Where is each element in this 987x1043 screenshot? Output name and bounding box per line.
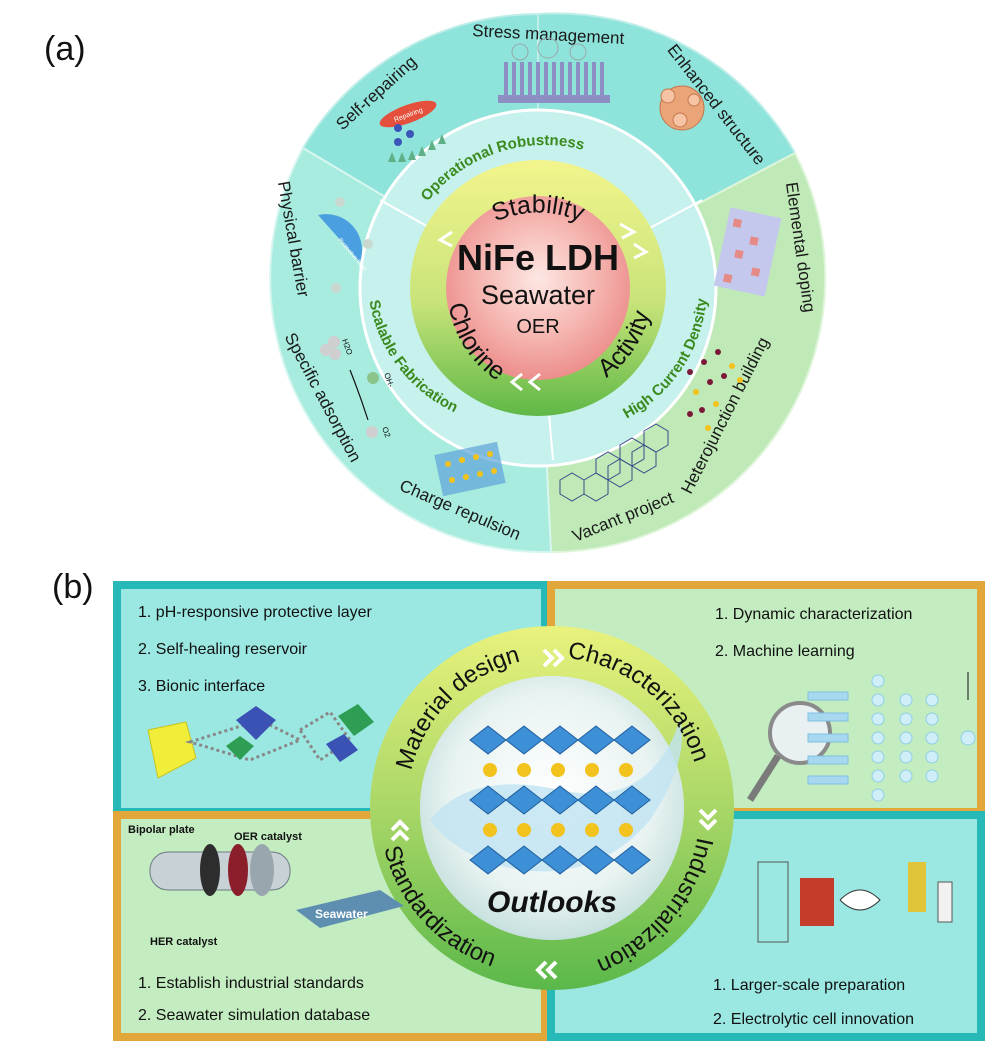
center-circle bbox=[446, 196, 630, 380]
br-item-1: 1. Larger-scale preparation bbox=[713, 977, 905, 994]
center-sub2: OER bbox=[516, 316, 559, 338]
porous-structure-illustration bbox=[659, 85, 705, 131]
chevron-icons bbox=[390, 648, 718, 980]
seawater-label: Seawater bbox=[315, 907, 368, 921]
vacancy-lattice-illustration bbox=[559, 423, 669, 502]
center-subtitle: Seawater bbox=[481, 280, 595, 310]
heterojunction-illustration bbox=[687, 349, 743, 431]
industrial-handshake-illustration bbox=[757, 861, 953, 943]
adsorption-illustration: H2O OH- O2 bbox=[320, 336, 396, 439]
o2-label: O2 bbox=[380, 426, 392, 440]
her-label: HER catalyst bbox=[150, 936, 218, 948]
tl-item-2: 2. Self-healing reservoir bbox=[138, 641, 308, 658]
bipolar-label: Bipolar plate bbox=[128, 824, 195, 836]
tr-item-2: 2. Machine learning bbox=[715, 643, 855, 660]
doping-lattice-illustration bbox=[713, 207, 782, 297]
self-repair-illustration: Repairing bbox=[379, 100, 446, 162]
outlooks-title: Outlooks bbox=[487, 886, 617, 919]
chevron-icons bbox=[437, 222, 649, 392]
panel-a-diagram: NiFe LDH Seawater OER Stability Chlorine… bbox=[269, 12, 827, 554]
machine-learning-illustration bbox=[747, 672, 976, 802]
tl-item-1: 1. pH-responsive protective layer bbox=[138, 604, 373, 621]
center-title: NiFe LDH bbox=[457, 237, 619, 278]
tr-item-1: 1. Dynamic characterization bbox=[715, 606, 912, 623]
bl-item-1: 1. Establish industrial standards bbox=[138, 975, 364, 992]
pillar-array-illustration bbox=[498, 37, 610, 103]
br-item-2: 2. Electrolytic cell innovation bbox=[713, 1011, 914, 1028]
panel-a-label: (a) bbox=[44, 30, 86, 68]
panel-b-diagram: Outlooks Material design Characterizatio… bbox=[113, 581, 985, 1041]
tl-item-3: 3. Bionic interface bbox=[138, 678, 265, 695]
panel-b-label: (b) bbox=[52, 568, 94, 606]
electrolyzer-illustration: Bipolar plate OER catalyst HER catalyst … bbox=[128, 824, 404, 948]
perovskite-structure-illustration bbox=[430, 720, 682, 875]
layered-lattice-illustration bbox=[434, 441, 506, 497]
bionic-interface-illustration bbox=[147, 704, 374, 779]
oer-label: OER catalyst bbox=[234, 831, 302, 843]
bl-item-2: 2. Seawater simulation database bbox=[138, 1007, 370, 1024]
